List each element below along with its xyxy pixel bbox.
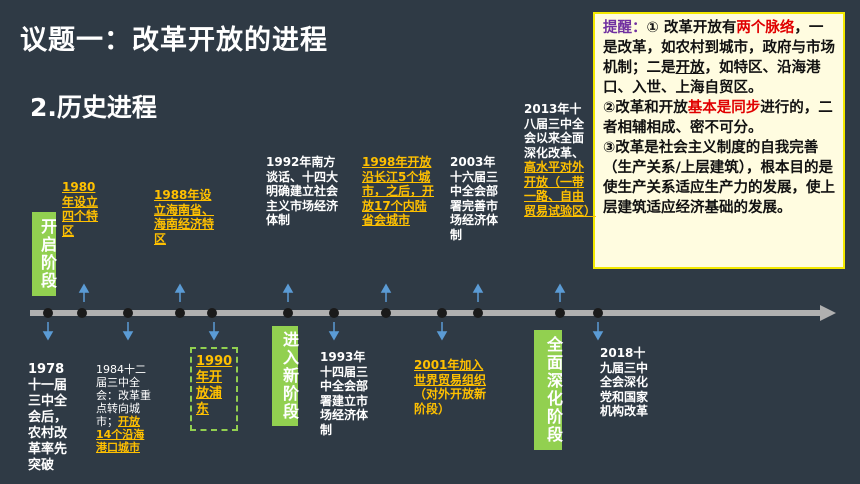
event-2018: 2018十九届三中全会深化党和国家机构改革	[600, 346, 649, 418]
event-1998: 1998年开放沿长江5个城市，之后，开放17个内陆省会城市	[362, 155, 435, 227]
event-1988: 1988年设立海南省、海南经济特区	[154, 188, 215, 246]
timeline-dot	[123, 308, 133, 318]
note-point-2: ②改革和开放基本是同步进行的，二者相辅相成、密不可分。	[603, 98, 837, 138]
note-highlight: 基本是同步	[687, 100, 761, 116]
note-highlight: 两个脉络	[736, 20, 795, 36]
timeline-dot	[381, 308, 391, 318]
stage-label-new: 进入新阶段	[272, 326, 299, 426]
timeline-dot	[555, 308, 565, 318]
event-1990: 1990年开放浦东	[196, 354, 233, 417]
event-1993: 1993年十四届三中全会部署建立市场经济体制	[320, 350, 369, 437]
note-prefix: 提醒：	[603, 20, 647, 36]
timeline-dot	[473, 308, 483, 318]
timeline-dot	[77, 308, 87, 318]
timeline-dot	[175, 308, 185, 318]
note-text: ① 改革开放有	[646, 20, 737, 36]
timeline-dot	[329, 308, 339, 318]
event-2001-wto: 2001年加入世界贸易组织	[414, 358, 487, 387]
event-1992: 1992年南方谈话、十四大明确建立社会主义市场经济体制	[266, 155, 339, 227]
timeline-arrowhead	[820, 305, 836, 321]
note-text: ，一是改革，如农村到城市，政府与市场机制；二是	[603, 20, 835, 76]
stage-label-start: 开启阶段	[32, 212, 57, 296]
event-1980: 1980年设立四个特区	[62, 180, 99, 238]
stage-label-deepen: 全面深化阶段	[534, 330, 563, 450]
event-2001-stage: （对外开放新阶段）	[414, 387, 487, 416]
timeline-dot	[43, 308, 53, 318]
note-point-1: 提醒：① 改革开放有两个脉络，一是改革，如农村到城市，政府与市场机制；二是开放，…	[603, 18, 837, 98]
event-1984-open: 开放14个沿海港口城市	[96, 415, 145, 454]
timeline-dots	[43, 308, 603, 318]
event-2013-text: 2013年十八届三中全会以来全面深化改革、	[524, 102, 585, 160]
section-subtitle: 2.历史进程	[30, 93, 157, 122]
timeline-dot	[283, 308, 293, 318]
timeline-dot	[593, 308, 603, 318]
event-2013-open: 高水平对外开放（一带一路、自由贸易试验区）	[524, 160, 597, 218]
event-1990-box	[190, 347, 238, 431]
event-2003: 2003年十六届三中全会部署完善市场经济体制	[450, 155, 499, 242]
event-2013: 2013年十八届三中全会以来全面深化改革、高水平对外开放（一带一路、自由贸易试验…	[524, 102, 596, 218]
event-2001: 2001年加入世界贸易组织（对外开放新阶段）	[414, 358, 492, 416]
note-underline: 开放	[675, 60, 705, 76]
note-text: ②改革和开放	[603, 100, 688, 116]
note-text: ，如特区、沿海港口、入世、上海自贸区。	[603, 60, 821, 96]
page-title: 议题一：改革开放的进程	[20, 25, 328, 56]
event-1984: 1984十二届三中全会：改革重点转向城市；开放14个沿海港口城市	[96, 363, 154, 454]
note-point-3: ③改革是社会主义制度的自我完善（生产关系/上层建筑），根本目的是使生产关系适应生…	[603, 140, 835, 216]
note-text: 进行的，二者相辅相成、密不可分。	[603, 100, 833, 136]
event-1978: 1978十一届三中全会后，农村改革率先突破	[28, 362, 68, 473]
timeline-dot	[207, 308, 217, 318]
timeline-dot	[437, 308, 447, 318]
reminder-note: 提醒：① 改革开放有两个脉络，一是改革，如农村到城市，政府与市场机制；二是开放，…	[593, 12, 845, 269]
event-1984-reform: 1984十二届三中全会：改革重点转向城市；	[96, 363, 151, 428]
